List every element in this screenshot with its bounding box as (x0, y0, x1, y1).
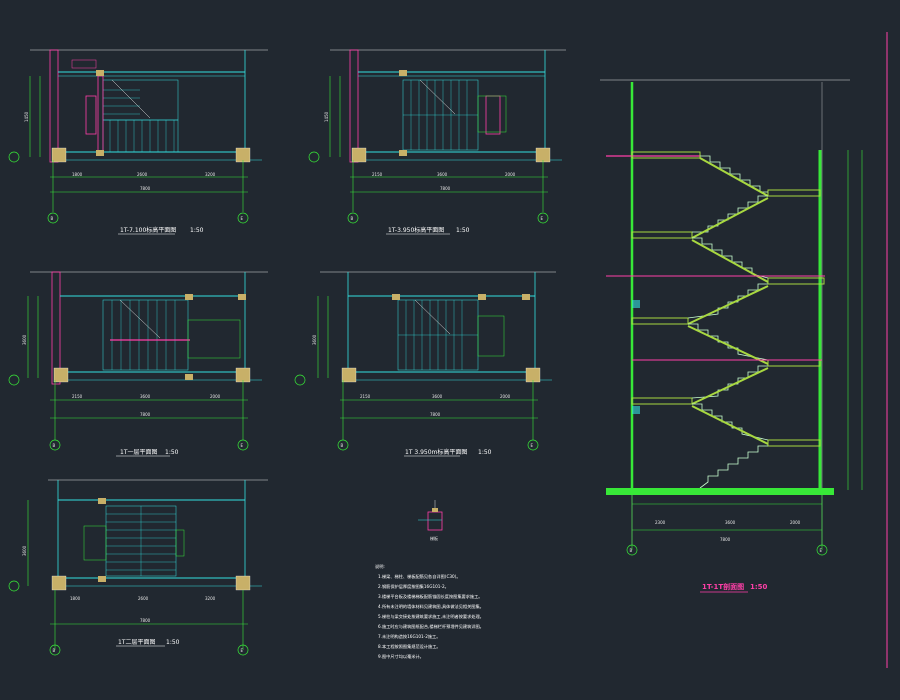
plan-4-scale: 1:50 (478, 449, 492, 456)
plan-3-height-dim: 3600 (22, 334, 27, 345)
plan-2-height-dim: 1450 (324, 111, 329, 122)
plan-2-axis-left: B (351, 216, 354, 221)
note-line-5: 5.梯柱与梁交接处按建筑要求施工,未注明者按要求处理。 (378, 613, 484, 620)
notes-heading: 说明: (375, 563, 385, 570)
plan-3 (8, 271, 268, 457)
detail-sketch (418, 500, 443, 531)
plan-3-dim-a: 2150 (72, 394, 83, 399)
section-total-dim: 7800 (720, 537, 731, 542)
plan-5-total-dim: 7800 (140, 618, 151, 623)
plan-1-title: 1T-7.100标高平面图 (120, 226, 176, 234)
note-line-8: 8.本工程按照图集规范设计施工。 (378, 643, 441, 650)
note-line-1: 1.梯梁、梯柱、梯板配筋见各自详图(C30)。 (378, 573, 461, 580)
note-line-7: 7.未注明构造按16G101-2施工。 (378, 633, 440, 640)
plan-4-axis-right: E (531, 443, 534, 448)
note-line-3: 3.楼梯平台板及楼梯梯板配筋锚固长度按图集要求施工。 (378, 593, 483, 600)
plan-3-axis-right: E (241, 443, 244, 448)
plan-5-title: 1T二层平面图 (118, 639, 155, 646)
plan-1-total-dim: 7800 (140, 186, 151, 191)
detail-label: 梯板 (430, 535, 438, 541)
plan-1-dim-a: 1800 (72, 172, 83, 177)
note-line-9: 9.图中尺寸均以毫米计。 (378, 653, 424, 660)
section-view (600, 79, 863, 593)
section-dim-a: 2300 (655, 520, 666, 525)
plan-2-dim-b: 3600 (437, 172, 448, 177)
plan-3-axis-left: B (53, 443, 56, 448)
section-dim-c: 2000 (790, 520, 801, 525)
plan-5-dim-a: 1800 (70, 596, 81, 601)
plan-3-dim-c: 2000 (210, 394, 221, 399)
plan-1-axis-right: E (241, 216, 244, 221)
plan-4-height-dim: 3600 (312, 334, 317, 345)
plan-5-dim-b: 2600 (138, 596, 149, 601)
plan-5-scale: 1:50 (166, 639, 180, 646)
notes-block: 说明: 1.梯梁、梯柱、梯板配筋见各自详图(C30)。 2.钢筋保护层厚度按图集… (375, 563, 484, 660)
plan-3-dim-b: 3600 (140, 394, 151, 399)
plan-2-dim-a: 2150 (372, 172, 383, 177)
section-axis-right: E (820, 548, 823, 553)
plan-4-total-dim: 7800 (430, 412, 441, 417)
section-title: 1T-1T剖面图 (702, 582, 744, 591)
plan-4 (294, 271, 556, 457)
plan-5-axis-right: E (241, 648, 244, 653)
plan-1-height-dim: 1450 (24, 111, 29, 122)
plan-5 (8, 479, 268, 656)
plan-4-axis-left: B (341, 443, 344, 448)
plan-4-dim-b: 3600 (432, 394, 443, 399)
plan-3-title: 1T一层平面图 (120, 449, 157, 456)
section-axis-left: B (630, 548, 633, 553)
plan-5-dim-c: 3200 (205, 596, 216, 601)
plan-2-dim-c: 2000 (505, 172, 516, 177)
note-line-6: 6.施工时应与建筑图纸配合,楼梯栏杆预埋件见建筑详图。 (378, 623, 484, 630)
plan-2-total-dim: 7800 (440, 186, 451, 191)
plan-4-dim-c: 2000 (500, 394, 511, 399)
plan-4-dim-a: 2150 (360, 394, 371, 399)
plan-1-axis-left: B (51, 216, 54, 221)
plan-1-dim-b: 2600 (137, 172, 148, 177)
note-line-2: 2.钢筋保护层厚度按图集16G101-2。 (378, 583, 449, 590)
plan-1-scale: 1:50 (190, 227, 204, 234)
section-dim-b: 3600 (725, 520, 736, 525)
plan-3-scale: 1:50 (165, 449, 179, 456)
plan-5-height-dim: 3600 (22, 545, 27, 556)
plan-1 (8, 49, 268, 235)
plan-1-dim-c: 3200 (205, 172, 216, 177)
plan-2 (308, 49, 566, 235)
plan-2-title: 1T-3.950标高平面图 (388, 226, 444, 234)
section-scale: 1:50 (750, 583, 768, 591)
plan-5-axis-left: B (53, 648, 56, 653)
plan-2-scale: 1:50 (456, 227, 470, 234)
note-line-4: 4.所有未注明的墙体材料见建筑图,具体做法见相关图集。 (378, 603, 484, 610)
plan-2-axis-right: E (541, 216, 544, 221)
plan-3-total-dim: 7800 (140, 412, 151, 417)
plan-4-title: 1T 3.950m标高平面图 (405, 448, 467, 456)
